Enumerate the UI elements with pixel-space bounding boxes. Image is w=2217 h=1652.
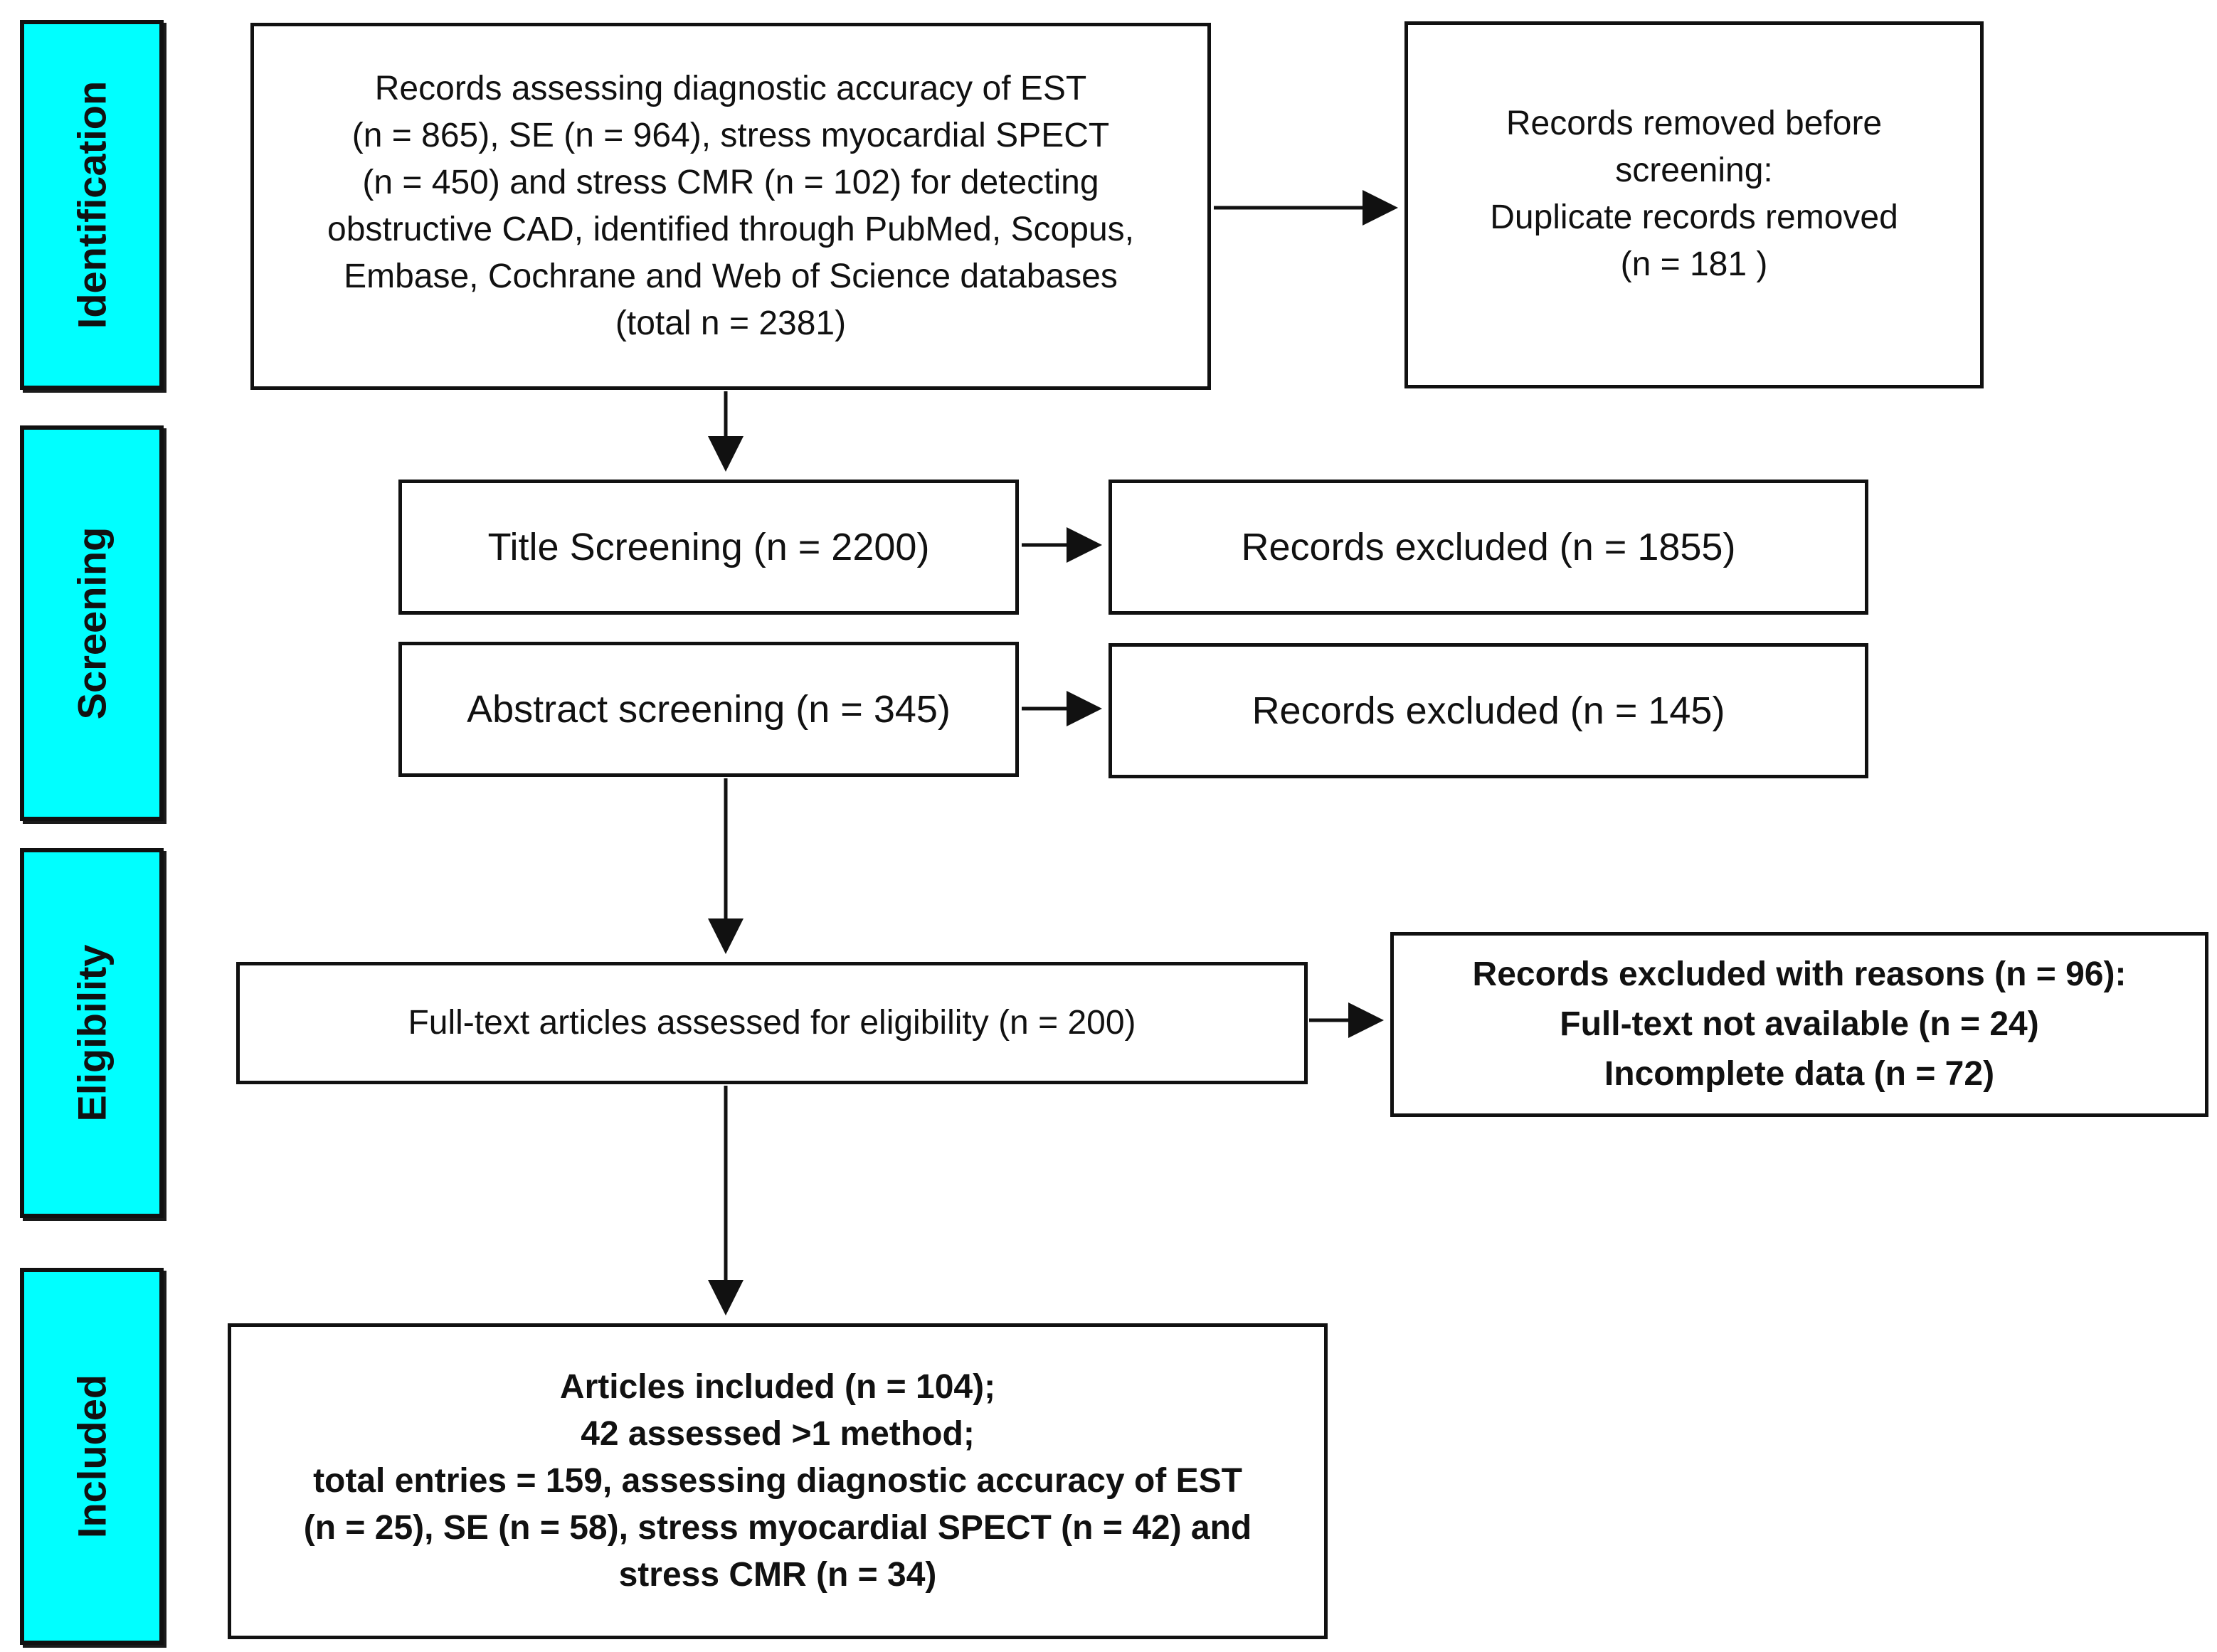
records-removed-line: screening:: [1615, 152, 1773, 189]
title-excluded-text: Records excluded (n = 1855): [1241, 526, 1736, 568]
stage-eligibility: Eligibility: [20, 848, 164, 1218]
records-removed-line: Duplicate records removed: [1490, 198, 1898, 236]
records-identified-line: (n = 865), SE (n = 964), stress myocardi…: [351, 117, 1110, 154]
excluded-with-reasons-line: Records excluded with reasons (n = 96):: [1472, 955, 2127, 993]
records-identified-line: (total n = 2381): [615, 305, 847, 342]
articles-included-line: 42 assessed >1 method;: [581, 1415, 975, 1453]
records-identified-line: Records assessing diagnostic accuracy of…: [374, 70, 1087, 107]
abstract-screening-box: Abstract screening (n = 345): [398, 642, 1019, 777]
articles-included-line: stress CMR (n = 34): [618, 1556, 937, 1594]
abstract-screening-text: Abstract screening (n = 345): [467, 688, 951, 731]
stage-identification: Identification: [20, 20, 164, 390]
title-screening-text: Title Screening (n = 2200): [487, 526, 930, 568]
abstract-excluded-text: Records excluded (n = 145): [1252, 689, 1725, 732]
full-text-assessed-box: Full-text articles assessed for eligibil…: [236, 962, 1308, 1084]
articles-included-line: total entries = 159, assessing diagnosti…: [313, 1462, 1242, 1500]
records-identified-box: Records assessing diagnostic accuracy of…: [250, 23, 1211, 390]
records-removed-box: Records removed before screening: Duplic…: [1404, 21, 1984, 388]
records-identified-line: obstructive CAD, identified through PubM…: [327, 211, 1134, 248]
full-text-assessed-text: Full-text articles assessed for eligibil…: [408, 1004, 1136, 1042]
title-screening-box: Title Screening (n = 2200): [398, 480, 1019, 615]
excluded-with-reasons-line: Full-text not available (n = 24): [1560, 1005, 2039, 1043]
excluded-with-reasons-line: Incomplete data (n = 72): [1604, 1055, 1995, 1093]
articles-included-line: Articles included (n = 104);: [559, 1368, 996, 1406]
records-identified-line: (n = 450) and stress CMR (n = 102) for d…: [362, 164, 1099, 201]
records-removed-line: (n = 181 ): [1620, 245, 1768, 283]
stage-screening: Screening: [20, 425, 164, 821]
articles-included-text: Articles included (n = 104); 42 assessed…: [304, 1364, 1252, 1599]
abstract-excluded-box: Records excluded (n = 145): [1108, 643, 1868, 778]
articles-included-box: Articles included (n = 104); 42 assessed…: [228, 1323, 1328, 1639]
records-identified-text: Records assessing diagnostic accuracy of…: [327, 65, 1134, 347]
records-removed-text: Records removed before screening: Duplic…: [1490, 100, 1898, 288]
excluded-with-reasons-text: Records excluded with reasons (n = 96): …: [1473, 950, 2127, 1099]
records-removed-line: Records removed before: [1506, 105, 1883, 142]
stage-included: Included: [20, 1268, 164, 1645]
title-excluded-box: Records excluded (n = 1855): [1108, 480, 1868, 615]
records-identified-line: Embase, Cochrane and Web of Science data…: [344, 258, 1118, 295]
articles-included-line: (n = 25), SE (n = 58), stress myocardial…: [303, 1509, 1252, 1547]
excluded-with-reasons-box: Records excluded with reasons (n = 96): …: [1390, 932, 2208, 1117]
